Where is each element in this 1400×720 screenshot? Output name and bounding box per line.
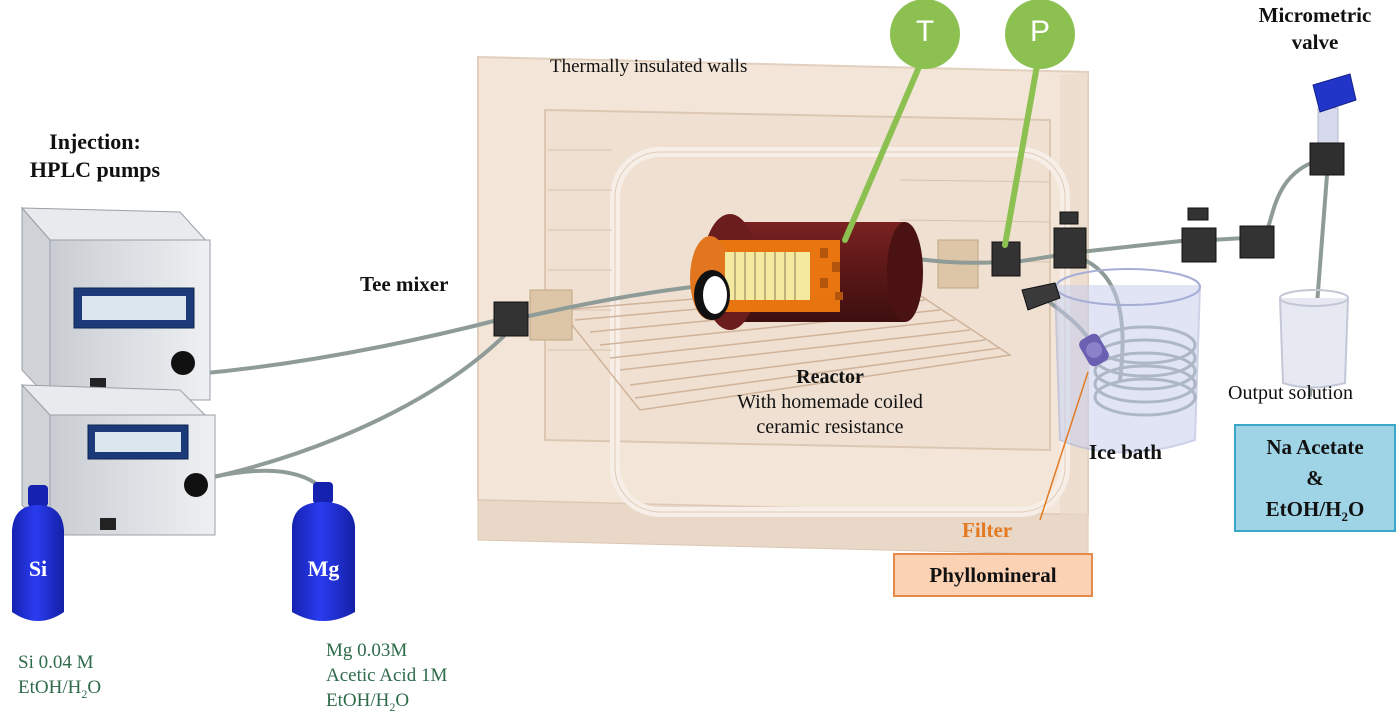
sensor-connectors (842, 57, 1041, 248)
micrometric-valve-label: Micrometric valve (1258, 3, 1372, 54)
output-solution-content: Na Acetate & EtOH/H2O (1236, 432, 1394, 532)
filter-pointer-line (1039, 371, 1089, 521)
mg-bottle (292, 482, 355, 621)
si-bottle (12, 485, 64, 621)
output-solution-box: Na Acetate & EtOH/H2O (1234, 424, 1396, 532)
hplc-pump-top (20, 206, 212, 402)
temperature-sensor-badge (890, 0, 960, 69)
tee-mixer-fitting (493, 301, 529, 337)
micrometric-valve (1309, 73, 1357, 176)
si-caption-solvent: EtOH/H2O (18, 677, 102, 701)
output-beaker (1279, 289, 1349, 389)
si-bottle-label: Si (28, 556, 48, 581)
tee-mixer-label: Tee mixer (360, 272, 449, 296)
filter-content: Phyllomineral (929, 563, 1057, 587)
pressure-sensor-badge (1005, 0, 1075, 69)
reactor-label: Reactor With homemade coiled ceramic res… (737, 366, 923, 438)
injection-title: Injection: HPLC pumps (29, 129, 161, 182)
ice-bath-beaker (1054, 268, 1201, 454)
filter-title: Filter (962, 518, 1013, 542)
hplc-pump-bottom (20, 383, 216, 537)
filter-element (1079, 333, 1109, 367)
mg-caption: Mg 0.03M Acetic Acid 1M EtOH/H2O (326, 638, 447, 720)
si-caption: Si 0.04 M EtOH/H2O (18, 650, 101, 707)
filter-content-box: Phyllomineral (893, 553, 1093, 597)
output-solution-label: Output solution (1228, 382, 1354, 404)
output-line3: EtOH/H2O (1265, 497, 1365, 525)
pressure-sensor-label: P (1029, 15, 1050, 48)
reactor (690, 214, 923, 330)
thermal-walls-label: Thermally insulated walls (550, 56, 748, 77)
fittings (991, 207, 1275, 311)
mg-caption-solvent: EtOH/H2O (326, 690, 410, 714)
ice-bath-label: Ice bath (1089, 440, 1162, 464)
mg-bottle-label: Mg (307, 556, 340, 581)
temperature-sensor-label: T (915, 15, 935, 48)
